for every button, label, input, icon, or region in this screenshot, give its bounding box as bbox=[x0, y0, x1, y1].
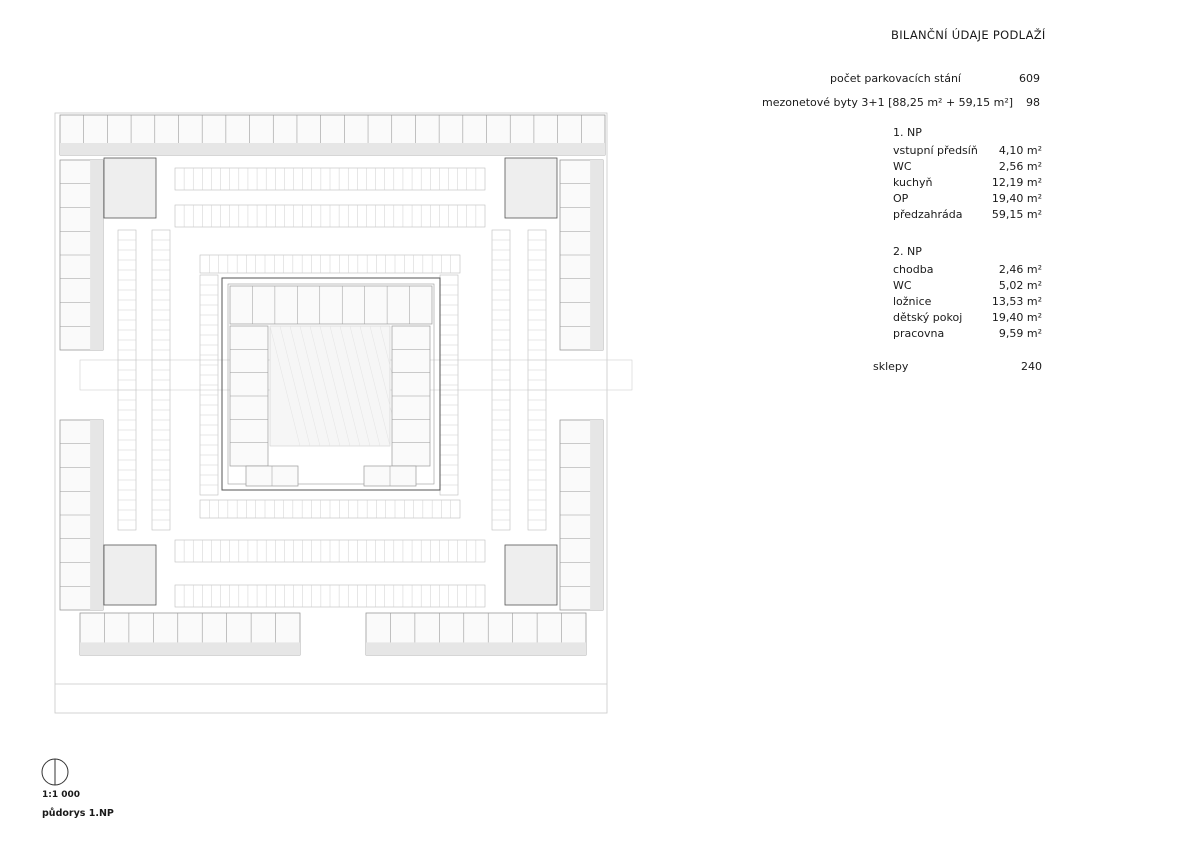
courtyard-hatch bbox=[299, 325, 331, 447]
courtyard-hatch bbox=[339, 325, 371, 447]
unit-interior bbox=[60, 143, 605, 155]
summary-title: BILANČNÍ ÚDAJE PODLAŽÍ bbox=[891, 28, 1046, 42]
courtyard-hatch bbox=[289, 325, 321, 447]
room-name: chodba bbox=[893, 263, 934, 276]
residential-blocks bbox=[59, 114, 606, 656]
parking-stalls bbox=[117, 167, 547, 608]
room-name: ložnice bbox=[893, 295, 932, 308]
inner-courtyard-block bbox=[221, 277, 441, 491]
unit-interior bbox=[80, 642, 300, 655]
stair-core bbox=[103, 157, 157, 219]
inner-block-edge bbox=[227, 283, 435, 485]
room-name: pracovna bbox=[893, 327, 945, 340]
room-area: 13,53 m² bbox=[991, 295, 1042, 308]
north-arrow-icon bbox=[41, 758, 69, 786]
unit-interior bbox=[366, 642, 586, 655]
apartments-value: 98 bbox=[1026, 96, 1040, 109]
room-name: vstupní předsíň bbox=[893, 144, 978, 157]
apartments-label: mezonetové byty 3+1 [88,25 m² + 59,15 m²… bbox=[762, 96, 1014, 109]
unit-interior bbox=[90, 420, 103, 610]
courtyard-hatch bbox=[349, 325, 381, 447]
unit-interior bbox=[590, 420, 603, 610]
parking-value: 609 bbox=[1019, 72, 1040, 85]
room-area: 2,46 m² bbox=[998, 263, 1042, 276]
courtyard-hatch bbox=[269, 325, 301, 447]
room-area: 59,15 m² bbox=[991, 208, 1042, 221]
np2-heading: 2. NP bbox=[893, 245, 922, 258]
room-name: dětský pokoj bbox=[893, 311, 963, 324]
room-area: 19,40 m² bbox=[991, 311, 1042, 324]
inner-unit-strip bbox=[229, 285, 433, 325]
stair-core bbox=[504, 544, 558, 606]
cellars-value: 240 bbox=[1021, 360, 1042, 373]
room-area: 12,19 m² bbox=[991, 176, 1042, 189]
scale-label: 1:1 000 bbox=[42, 790, 81, 800]
room-area: 5,02 m² bbox=[998, 279, 1042, 292]
stair-core bbox=[103, 544, 157, 606]
site-boundary bbox=[54, 112, 608, 714]
courtyard-hatch bbox=[309, 325, 341, 447]
plan-caption: půdorys 1.NP bbox=[42, 808, 114, 819]
room-name: WC bbox=[893, 279, 912, 292]
inner-block-outline bbox=[221, 277, 441, 491]
room-area: 4,10 m² bbox=[998, 144, 1042, 157]
room-name: WC bbox=[893, 160, 912, 173]
room-area: 2,56 m² bbox=[998, 160, 1042, 173]
room-area: 9,59 m² bbox=[998, 327, 1042, 340]
np1-heading: 1. NP bbox=[893, 126, 922, 139]
room-name: OP bbox=[893, 192, 909, 205]
courtyard-hatch bbox=[279, 325, 311, 447]
courtyard bbox=[269, 325, 391, 447]
room-name: kuchyň bbox=[893, 176, 933, 189]
courtyard-hatch bbox=[359, 325, 391, 447]
stair-core bbox=[504, 157, 558, 219]
unit-interior bbox=[90, 160, 103, 350]
room-area: 19,40 m² bbox=[991, 192, 1042, 205]
parking-label: počet parkovacích stání bbox=[830, 72, 961, 85]
cellars-label: sklepy bbox=[873, 360, 909, 373]
courtyard-hatch bbox=[329, 325, 361, 447]
courtyard-hatch bbox=[319, 325, 351, 447]
room-name: předzahráda bbox=[893, 208, 963, 221]
unit-interior bbox=[590, 160, 603, 350]
